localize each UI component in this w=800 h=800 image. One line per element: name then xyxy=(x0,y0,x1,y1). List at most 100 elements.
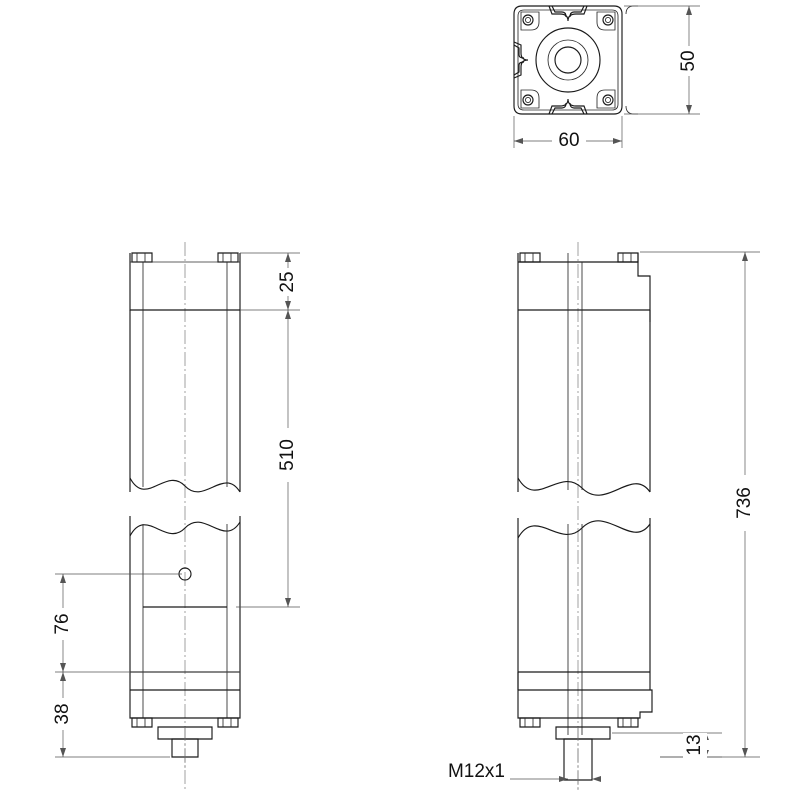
side-stud xyxy=(563,738,593,781)
top-view-inner-profile xyxy=(517,9,619,111)
top-view-right-edge xyxy=(625,5,638,115)
top-view-boss-mid xyxy=(547,39,589,81)
dimension-25: 25 xyxy=(240,252,300,311)
top-view-slot-bottom-inner xyxy=(551,102,567,115)
side-foot-left xyxy=(519,717,541,728)
dim-38-arrow-top xyxy=(60,672,66,681)
dim-60-text-mask xyxy=(552,128,586,152)
side-stud-flange xyxy=(555,726,611,740)
boss-outline-bl xyxy=(520,89,540,109)
dim-510-arrow-top xyxy=(285,310,291,319)
dim-736-text-mask xyxy=(733,475,759,531)
dim-736-arrow-bottom xyxy=(742,748,748,757)
front-foot-right xyxy=(217,717,239,728)
dimension-50: 50 xyxy=(624,5,701,115)
dim-13-text: 13 xyxy=(684,734,705,755)
front-break-line-lower xyxy=(129,521,241,537)
top-view-corner-boss-bl xyxy=(520,89,540,109)
boss-outline-tl xyxy=(520,11,540,31)
screw-hole-bl xyxy=(522,94,534,106)
front-top-tab-right-inner xyxy=(222,253,232,262)
dimension-13: 13 xyxy=(612,732,722,761)
side-break-line-upper xyxy=(517,477,651,496)
dim-25-text-mask xyxy=(276,268,300,296)
dim-38-text: 38 xyxy=(52,703,73,724)
thread-label: M12x1 xyxy=(448,761,601,782)
screw-hole-tl xyxy=(522,14,534,26)
front-top-tab-left-inner xyxy=(136,253,146,262)
dim-76-text: 76 xyxy=(52,613,73,634)
dimension-736: 736 xyxy=(640,251,760,758)
side-view xyxy=(517,242,653,790)
side-foot-right xyxy=(617,717,639,728)
dim-25-text: 25 xyxy=(277,271,298,292)
dim-50-text-mask xyxy=(677,46,701,76)
front-top-tab-left xyxy=(131,252,153,263)
front-cap-outline xyxy=(129,253,241,311)
dim-76-text-mask xyxy=(51,608,75,640)
top-view-slot-bottom xyxy=(548,98,588,115)
dim-60-text: 60 xyxy=(558,130,579,151)
screw-hole-br-inner xyxy=(604,96,612,104)
boss-outline-tr xyxy=(596,11,616,31)
front-base-block-left xyxy=(129,690,241,719)
dim-25-arrow-bottom xyxy=(285,301,291,310)
thread-leader-arrow-left xyxy=(592,776,601,782)
top-view-boss-outer xyxy=(535,27,601,93)
dim-13-text-mask xyxy=(683,733,707,761)
dim-50-arrow-top xyxy=(686,6,692,15)
thread-label-text: M12x1 xyxy=(448,761,505,782)
top-view-bore xyxy=(554,46,582,74)
side-foot-right-inner xyxy=(622,718,632,727)
dim-38-arrow-bottom xyxy=(60,748,66,757)
top-view-slot-bottom-inner2 xyxy=(569,102,585,115)
front-foot-right-inner xyxy=(222,718,232,727)
front-break-line-upper xyxy=(129,477,241,493)
front-view xyxy=(129,242,241,790)
front-top-tab-right xyxy=(217,252,239,263)
side-right-step xyxy=(637,253,651,322)
dimension-76: 76 xyxy=(51,573,240,673)
front-foot-left xyxy=(131,717,153,728)
top-view-slot-top xyxy=(548,5,588,22)
dim-76-arrow-bottom xyxy=(60,663,66,672)
screw-hole-bl-inner xyxy=(524,96,532,104)
boss-outline-br xyxy=(596,89,616,109)
top-view-outer-profile xyxy=(513,5,623,115)
dimension-510: 510 xyxy=(236,310,302,608)
front-stud-flange xyxy=(157,726,213,740)
dimension-38: 38 xyxy=(51,672,170,758)
top-view-corner-boss-tl xyxy=(520,11,540,31)
top-view xyxy=(513,5,638,115)
dim-736-arrow-top xyxy=(742,252,748,261)
dim-50-text: 50 xyxy=(678,50,699,71)
side-base-block xyxy=(517,672,653,719)
dim-50-arrow-bottom xyxy=(686,105,692,114)
side-top-tab-right-inner xyxy=(622,253,632,262)
dim-60-arrow-left xyxy=(514,138,523,144)
side-top-tab-left xyxy=(519,252,541,263)
front-stud xyxy=(171,738,199,758)
side-break-line-lower xyxy=(517,520,651,539)
dim-25-arrow-top xyxy=(285,253,291,262)
dim-76-arrow-top xyxy=(60,574,66,583)
front-foot-left-inner xyxy=(136,718,146,727)
dim-60-arrow-right xyxy=(613,138,622,144)
side-top-tab-left-inner xyxy=(524,253,534,262)
screw-hole-tr xyxy=(602,14,614,26)
dim-510-text-mask xyxy=(276,428,302,482)
top-view-slot-top-inner2 xyxy=(569,5,585,18)
top-view-slot-left-inner2 xyxy=(513,61,525,76)
side-foot-left-inner xyxy=(524,718,534,727)
dim-736-text: 736 xyxy=(734,487,755,519)
thread-leader-arrow-right xyxy=(559,776,568,782)
dim-510-text: 510 xyxy=(277,439,298,471)
screw-hole-tl-inner xyxy=(524,16,532,24)
top-view-slot-left xyxy=(513,41,529,79)
top-view-corner-boss-br xyxy=(596,89,616,109)
top-view-slot-top-inner xyxy=(551,5,567,18)
screw-hole-tr-inner xyxy=(604,16,612,24)
dim-38-text-mask xyxy=(51,698,75,730)
dim-510-arrow-bottom xyxy=(285,598,291,607)
